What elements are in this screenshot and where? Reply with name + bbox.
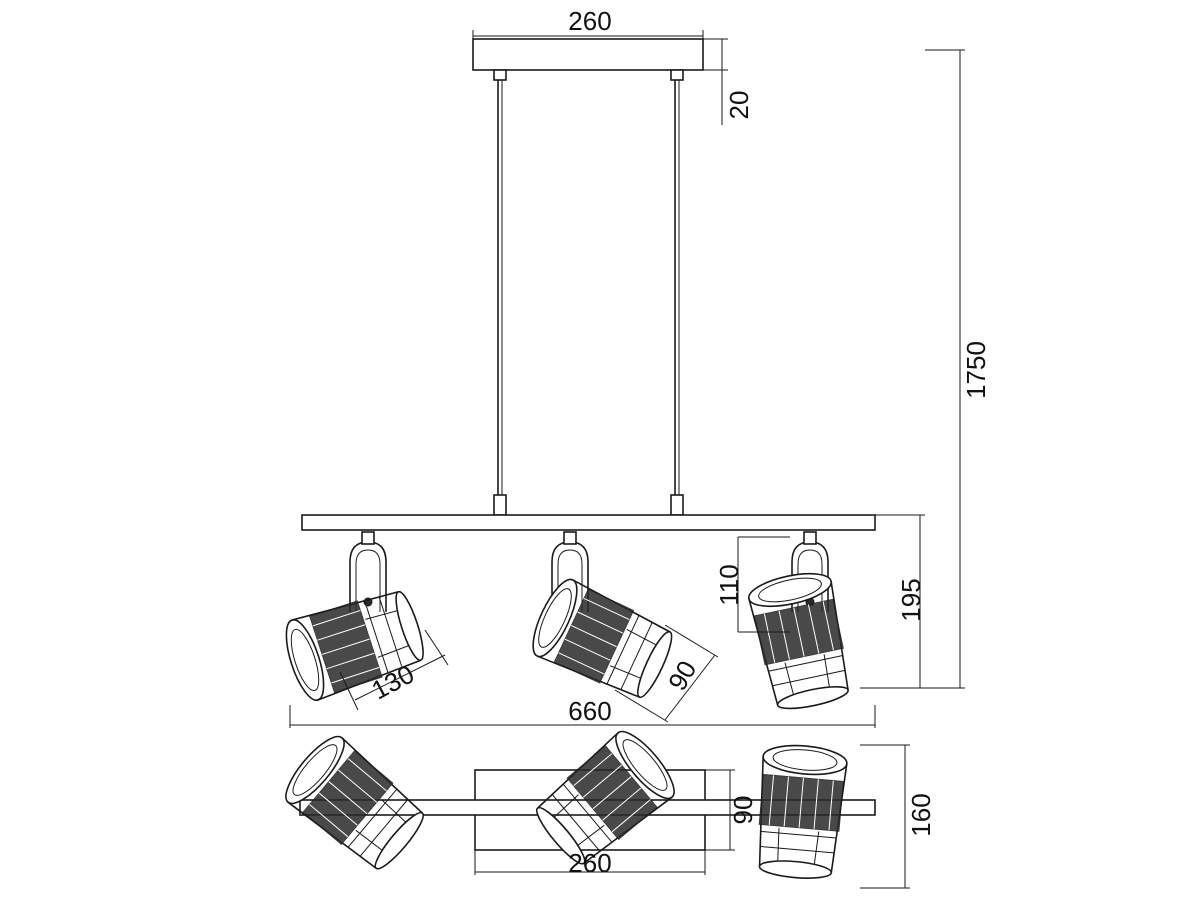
canopy-height-label: 20 bbox=[724, 91, 754, 120]
shade-height-dimension: 110 bbox=[714, 536, 790, 633]
spotlight-right bbox=[745, 531, 857, 715]
suspension-wires bbox=[493, 80, 684, 516]
canopy-width-label: 260 bbox=[568, 6, 611, 36]
total-height-label: 1750 bbox=[961, 341, 991, 399]
fixture-height-label: 195 bbox=[896, 578, 926, 621]
mounting-bar bbox=[301, 514, 876, 531]
canopy-width-dimension: 260 bbox=[472, 6, 704, 39]
shade-height-label: 110 bbox=[714, 564, 744, 605]
base-width-label: 260 bbox=[568, 848, 611, 878]
total-height-dimension: 1750 bbox=[925, 49, 991, 689]
total-depth-label: 160 bbox=[906, 793, 936, 836]
canopy-height-dimension: 20 bbox=[703, 38, 754, 125]
fixture-height-dimension: 195 bbox=[860, 514, 926, 689]
total-depth-dimension: 160 bbox=[860, 744, 936, 889]
top-view bbox=[276, 723, 876, 883]
base-depth-label: 90 bbox=[728, 796, 758, 825]
base-depth-dimension: 90 bbox=[705, 769, 758, 851]
shade-diameter-label: 90 bbox=[662, 655, 702, 695]
bar-length-label: 660 bbox=[568, 696, 611, 726]
base-width-dimension: 260 bbox=[474, 848, 706, 878]
bar-length-dimension: 660 bbox=[289, 696, 876, 728]
canopy bbox=[472, 38, 704, 81]
spotlight-center bbox=[523, 531, 681, 707]
